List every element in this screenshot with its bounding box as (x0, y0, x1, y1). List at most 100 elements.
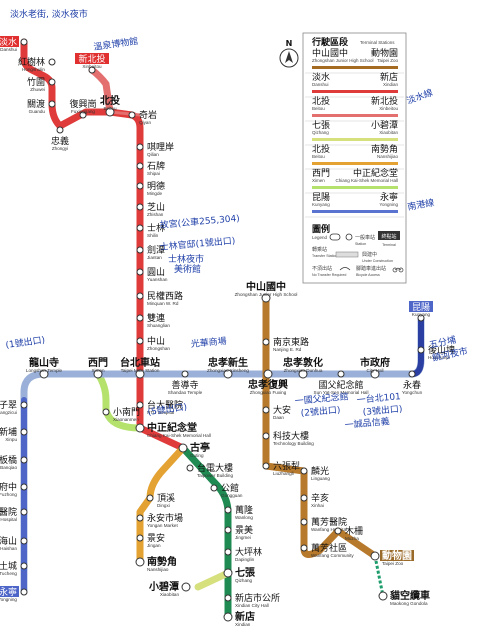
legend-to-en: Taipei Zoo (377, 58, 398, 63)
station-name-en: Guting (190, 453, 204, 458)
station-name-en: Zhongxiao Dunhua (284, 368, 323, 373)
station-name: 西門 (88, 357, 108, 369)
station-dot (20, 456, 28, 464)
legend-from-cn: 西門 (312, 168, 330, 179)
legend-to-en: Chiang Kai-Shek Memorial Hall (335, 178, 398, 183)
station-dot (181, 370, 189, 378)
legend-to-cn: 動物園 (371, 47, 398, 59)
station-name-en: Jiangzicui (0, 410, 17, 415)
station-dot (56, 126, 64, 134)
station-dot (128, 111, 136, 119)
station-name-en: Xinbeitou (82, 64, 102, 69)
legend-from-cn: 中山國中 (312, 47, 348, 59)
station-name: 中山 (147, 335, 165, 347)
station-name: 南京東路 (273, 336, 309, 348)
station-name-en: Hongshulin (22, 67, 45, 72)
station-dot (136, 143, 144, 151)
station-name-en: Shandao Temple (168, 390, 203, 395)
legend-to-en: Yongning (379, 202, 398, 207)
station-name: 七張 (235, 566, 256, 579)
station-dot (79, 111, 87, 119)
station-name-en: Nanshijiao (147, 567, 169, 572)
station-name-en: Taipei Main Station (121, 368, 160, 373)
handwritten-note: 一誠品信義 (344, 415, 390, 431)
station-name: 六張犁 (273, 460, 300, 472)
station-name: 北投 (100, 94, 120, 107)
legend-from-en: Beitou (312, 154, 325, 159)
station-dot (334, 527, 342, 535)
station-name: 忠孝敦化 (283, 356, 323, 369)
station-dot (135, 557, 145, 567)
station-name-en: Xindian City Hall (235, 603, 269, 608)
handwritten-note: (2號出口) (300, 404, 341, 419)
station-dot (20, 428, 28, 436)
station-name: 海山 (0, 535, 17, 547)
station-dot (48, 78, 56, 86)
station-dot (20, 588, 28, 596)
handwritten-note: 美術館 (174, 263, 201, 275)
station-dot (20, 401, 28, 409)
station-dot (48, 58, 56, 66)
station-dot (262, 432, 270, 440)
legend-to-en: Xindian (383, 82, 399, 87)
station-name: 昆陽 (412, 302, 430, 313)
station-dot (224, 506, 232, 514)
under-construction-icon (335, 251, 359, 258)
legend-from-en: Kunyang (312, 202, 330, 207)
station-name: 劍潭 (147, 244, 165, 256)
station-name: 辛亥 (311, 492, 329, 504)
legend-to-cn: 永寧 (380, 191, 398, 203)
legend-from-en: Zhongshan Junior High School (312, 58, 374, 63)
station-name: 公館 (221, 482, 239, 494)
station-name: 忠義 (51, 135, 69, 147)
legend-line-swatch (312, 114, 398, 117)
station-name: 萬芳社區 (311, 542, 347, 554)
station-name: 忠孝新生 (208, 356, 248, 369)
station-dot (136, 292, 144, 300)
station-name-en: Gongguan (221, 493, 243, 498)
legend-line-swatch (312, 162, 398, 165)
station-name-en: Fuxinggang (71, 109, 95, 114)
station-name-en: Danshui (0, 47, 17, 52)
station-name: 紅樹林 (18, 56, 45, 68)
station-dot (263, 369, 273, 379)
station-dot (224, 526, 232, 534)
legend-title-cn: 行駛區段 (311, 36, 349, 48)
station-name-en: Sun Yat-Sen Memorial Hall (314, 390, 369, 395)
station-dot (20, 562, 28, 570)
bicycle-icon (392, 267, 404, 273)
station-name-en: Houshanpi (428, 355, 450, 360)
terminal-station-icon (378, 231, 400, 240)
station-dot (20, 508, 28, 516)
station-name-en: Shilin (147, 233, 159, 238)
station-dot (20, 483, 28, 491)
station-name-en: Xinhai (311, 503, 324, 508)
station-name: 善導寺 (171, 379, 198, 391)
legend-title-en: Terminal Stations (360, 40, 395, 45)
compass: N (279, 39, 299, 68)
station-name: 台電大樓 (197, 462, 233, 474)
station-dot (20, 537, 28, 545)
legend-station-cn: 一般車站 (355, 234, 375, 241)
legend-to-cn: 南勢角 (371, 143, 398, 155)
station-name-en: Yongan Market (147, 523, 178, 528)
station-name: 新埔 (0, 426, 17, 438)
